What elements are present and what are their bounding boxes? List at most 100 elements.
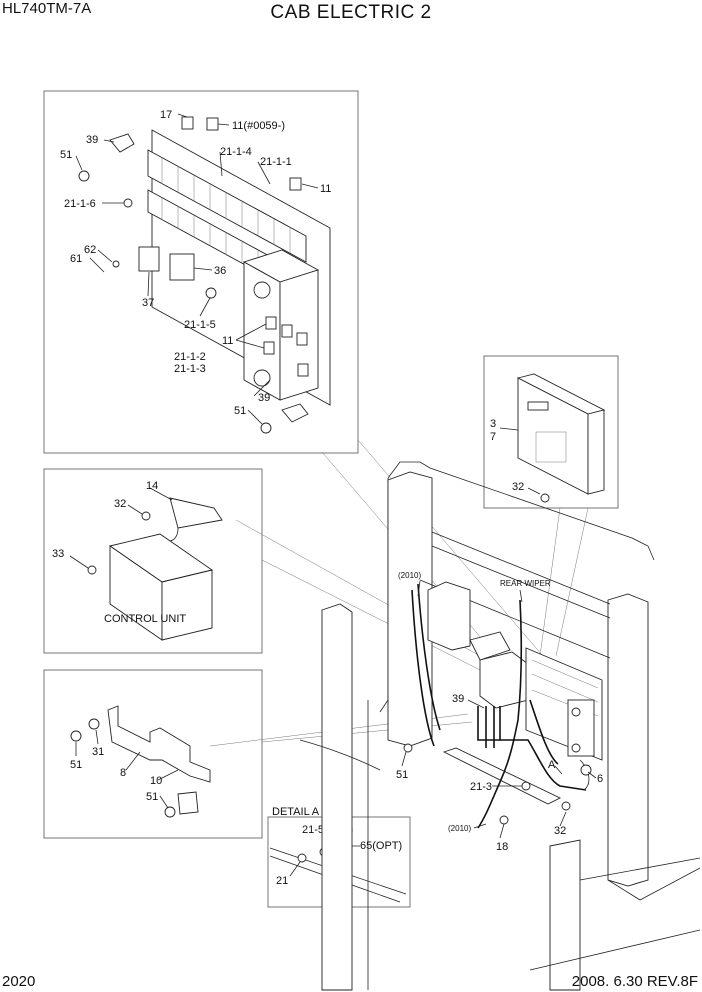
grommet [571,707,581,717]
seat-base [549,839,581,991]
callout-39: 39 [452,693,464,705]
detail-a-marker: A [548,759,556,771]
callout-31: 31 [92,746,104,758]
detail-a-title: DETAIL A [272,806,320,818]
page-title: CAB ELECTRIC 2 [270,2,432,23]
control-unit-panel: 14 32 33 CONTROL UNIT [43,468,263,654]
callout-51: 51 [146,791,158,803]
callout-39: 39 [86,134,98,146]
callout-37: 37 [142,297,154,309]
callout-21-1-5: 21-1-5 [184,319,216,331]
callout-11: 11 [222,335,233,347]
bolt-32 [540,493,550,503]
flasher-14 [169,497,223,529]
bolt-32 [561,801,571,811]
fuse-box-panel: 17 11(#0059-) 39 51 21-1-4 21-1-1 11 21-… [43,90,359,454]
monitor-panel: 3 7 32 [483,355,619,509]
relay-17 [181,116,194,130]
part [469,631,511,661]
callout-6: 6 [597,773,603,785]
callout-18: 18 [496,841,508,853]
bolt-32 [141,511,151,521]
bracket-panel: 51 31 8 10 51 [43,669,263,839]
grommet [571,743,581,753]
bracket-panel-frame [43,669,263,839]
callout-11-0059: 11(#0059-) [232,120,285,132]
revision-date: 2008. 6.30 REV.8F [571,973,698,990]
callout-32: 32 [512,481,524,493]
callout-61: 61 [70,253,82,265]
rear-wiper-label: REAR WIPER [500,579,551,588]
cab-pillar-right [607,593,649,887]
callout-33: 33 [52,548,64,560]
callout-21-1-1: 21-1-1 [260,156,292,168]
grommet [253,369,271,387]
callout-7: 7 [490,431,496,443]
control-unit-caption: CONTROL UNIT [104,613,186,625]
cab-pillar-left [387,471,433,747]
wiper-bracket [427,581,471,651]
callout-21-1-6: 21-1-6 [64,198,96,210]
clip-39 [281,403,309,423]
monitor-side [587,409,605,495]
washer-62 [112,260,120,268]
bolt-51 [260,422,272,434]
callout-10: 10 [150,775,162,787]
callout-21-1-3: 21-1-3 [174,363,206,375]
fuse-box-panel-frame [43,90,359,454]
callout-51: 51 [396,769,408,781]
callout-51: 51 [70,759,82,771]
callout-32: 32 [554,825,566,837]
part-36 [169,253,195,281]
relay [263,341,275,355]
callout-2010: (2010) [398,571,421,580]
callout-21: 21 [276,875,288,887]
relay [265,316,277,330]
callout-51: 51 [234,405,246,417]
bolt-33 [87,565,97,575]
relay [297,363,309,377]
monitor-window [535,431,567,463]
callout-62: 62 [84,244,96,256]
clip-39 [109,133,135,153]
callout-65-opt: 65(OPT) [360,840,402,852]
bolt-51 [403,743,413,753]
cab-illustration: (2010) REAR WIPER 39 51 A 6 21-3 (2010) … [299,461,701,991]
callout-32: 32 [114,498,126,510]
page-number: 2020 [2,973,36,990]
fuse-21-3 [521,781,531,791]
bracket-8 [107,705,211,783]
part-37 [138,246,160,272]
control-unit-front [161,569,213,641]
callout-11: 11 [320,183,331,195]
model-name: HL740TM-7A [2,0,92,17]
relay [296,332,308,346]
relay-11 [206,117,219,131]
callout-17: 17 [160,109,172,121]
callout-21-3: 21-3 [470,781,492,793]
bolt-21-1-6 [123,198,133,208]
callout-36: 36 [214,265,226,277]
monitor-panel-frame [483,355,619,509]
callout-21-1-2: 21-1-2 [174,351,206,363]
washer-31 [88,718,100,730]
relay [281,324,293,338]
relay-box [242,249,320,401]
callout-2010: (2010) [448,824,471,833]
plate-10 [177,791,199,815]
bolt-51 [164,806,176,818]
callout-3: 3 [490,418,496,430]
bolt-51 [70,730,82,742]
grommet [253,281,271,299]
detail-a-panel: DETAIL A 21-5(STD) 65(OPT) 21 [267,806,411,908]
callout-39: 39 [258,392,270,404]
bolt-18 [499,815,509,825]
callout-14: 14 [146,480,158,492]
fuse-holder [297,853,307,863]
bolt-21-1-5 [205,287,217,299]
callout-21-1-4: 21-1-4 [220,146,252,158]
bolt-51 [78,170,90,182]
callout-8: 8 [120,767,126,779]
monitor-label [527,401,549,411]
